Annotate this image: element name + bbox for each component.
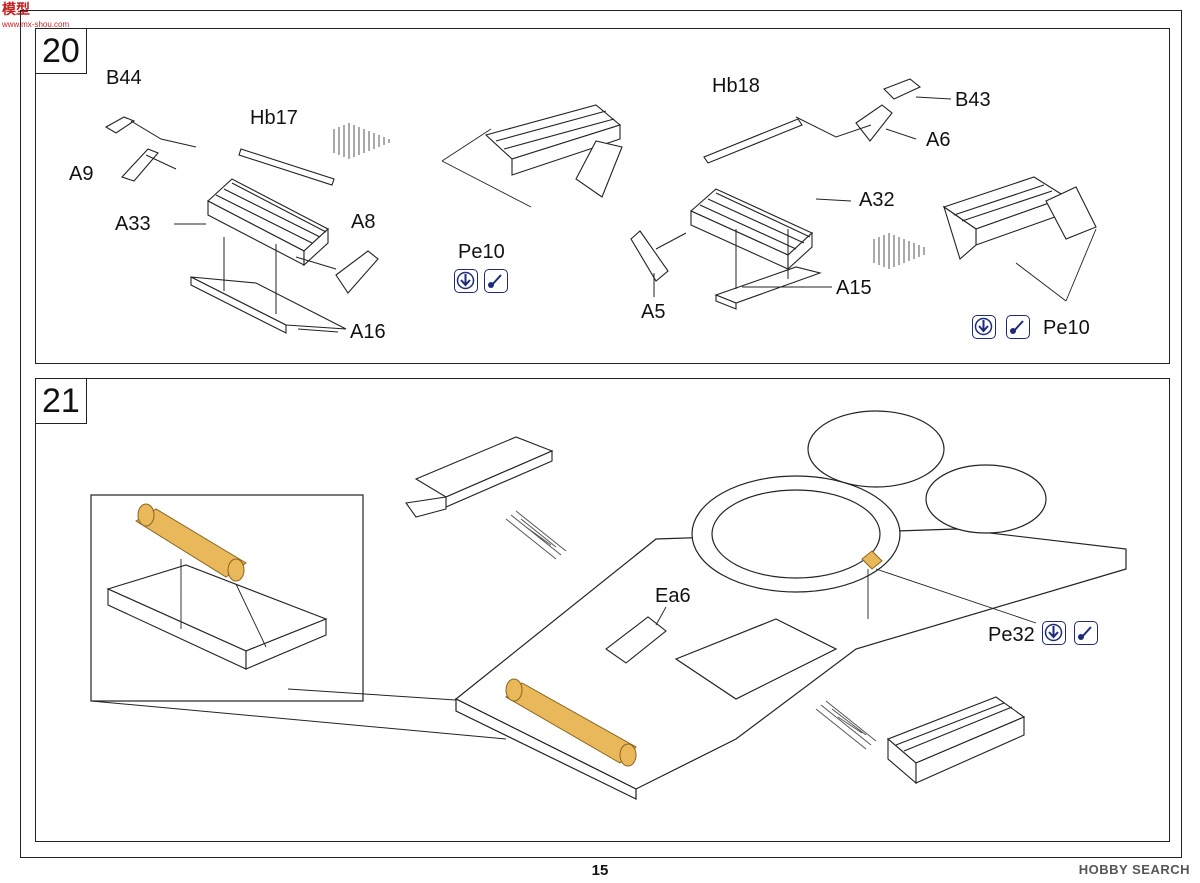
label-A32: A32	[859, 189, 895, 211]
label-A16: A16	[350, 321, 386, 343]
label-A15: A15	[836, 277, 872, 299]
label-A5: A5	[641, 301, 666, 323]
step-20-panel: 20	[35, 28, 1170, 364]
glue-brush-icon	[1074, 621, 1098, 645]
label-Pe32: Pe32	[988, 624, 1035, 646]
label-Pe10-right: Pe10	[1043, 317, 1090, 339]
label-B43: B43	[955, 89, 991, 111]
label-Ea6: Ea6	[655, 585, 691, 607]
watermark-logo: 模型 www.mx-shou.com	[2, 1, 70, 30]
label-A33: A33	[115, 213, 151, 235]
label-Pe10-left: Pe10	[458, 241, 505, 263]
glue-brush-icon	[1006, 315, 1030, 339]
label-A6: A6	[926, 129, 951, 151]
page-number: 15	[591, 862, 609, 879]
fold-down-icon	[972, 315, 996, 339]
page-frame	[20, 10, 1182, 858]
step-20-illustration	[104, 78, 1097, 334]
glue-brush-icon	[484, 269, 508, 293]
step-number: 21	[36, 379, 87, 424]
label-Hb18: Hb18	[712, 75, 760, 97]
step-21-panel: 21	[35, 378, 1170, 842]
watermark-hobbysearch: HOBBY SEARCH	[1078, 862, 1190, 877]
step-number: 20	[36, 29, 87, 74]
label-Hb17: Hb17	[250, 107, 298, 129]
step-21-illustration	[90, 410, 1127, 800]
label-B44: B44	[106, 67, 142, 89]
label-A8: A8	[351, 211, 376, 233]
fold-down-icon	[1042, 621, 1066, 645]
fold-down-icon	[454, 269, 478, 293]
label-A9: A9	[69, 163, 94, 185]
